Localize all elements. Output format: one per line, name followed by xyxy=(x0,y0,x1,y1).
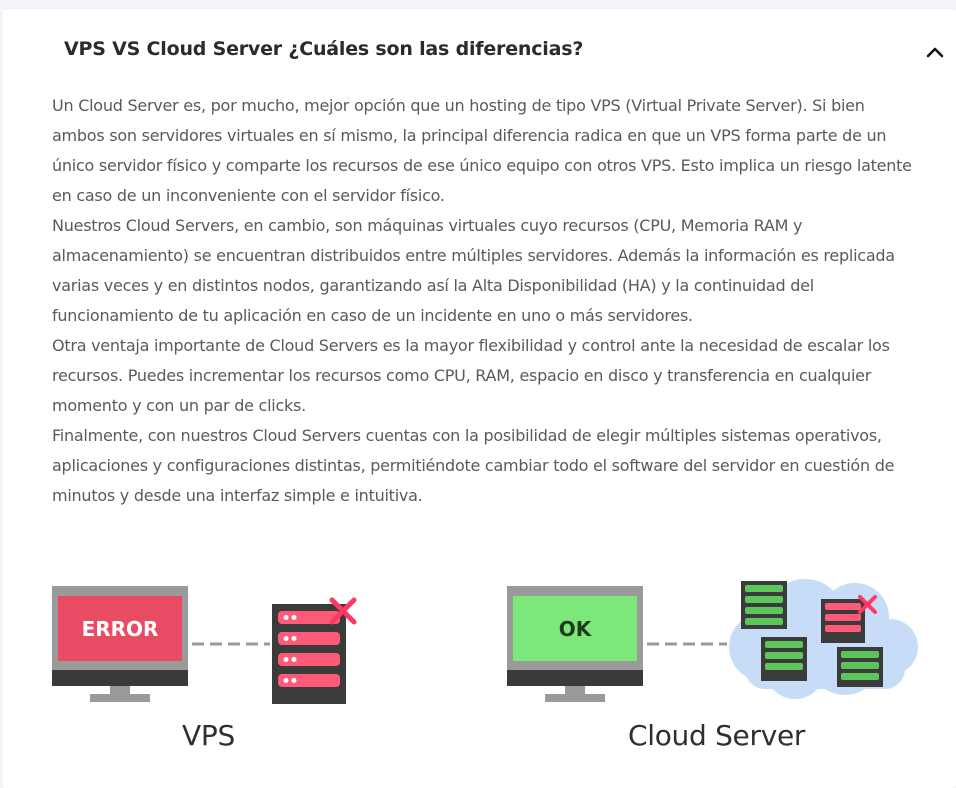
x-mark-icon xyxy=(858,595,877,614)
cloud-server-illustration: OK xyxy=(507,579,918,702)
x-mark-icon xyxy=(329,597,357,625)
accordion-header[interactable]: VPS VS Cloud Server ¿Cuáles son las dife… xyxy=(2,9,956,89)
monitor-icon xyxy=(507,586,643,702)
paragraph-vps-definition: Un Cloud Server es, por mucho, mejor opc… xyxy=(52,96,912,205)
paragraph-cloud-distribution: Nuestros Cloud Servers, en cambio, son m… xyxy=(52,216,895,325)
monitor-icon xyxy=(52,586,188,702)
server-icon xyxy=(837,647,883,687)
paragraph-software: Finalmente, con nuestros Cloud Servers c… xyxy=(52,426,895,505)
accordion-content: Un Cloud Server es, por mucho, mejor opc… xyxy=(52,91,912,511)
faq-accordion-card: VPS VS Cloud Server ¿Cuáles son las dife… xyxy=(2,9,956,788)
cloud-screen-text: OK xyxy=(559,617,593,641)
server-icon xyxy=(741,581,787,629)
server-icon xyxy=(821,599,865,643)
chevron-up-icon[interactable] xyxy=(922,39,948,65)
vps-caption: VPS xyxy=(182,719,235,752)
paragraph-flexibility: Otra ventaja importante de Cloud Servers… xyxy=(52,336,890,415)
vps-illustration: ERROR xyxy=(52,586,357,704)
vps-screen-text: ERROR xyxy=(82,617,159,641)
server-icon xyxy=(761,637,807,681)
accordion-title[interactable]: VPS VS Cloud Server ¿Cuáles son las dife… xyxy=(64,38,584,60)
cloud-server-caption: Cloud Server xyxy=(628,719,806,752)
